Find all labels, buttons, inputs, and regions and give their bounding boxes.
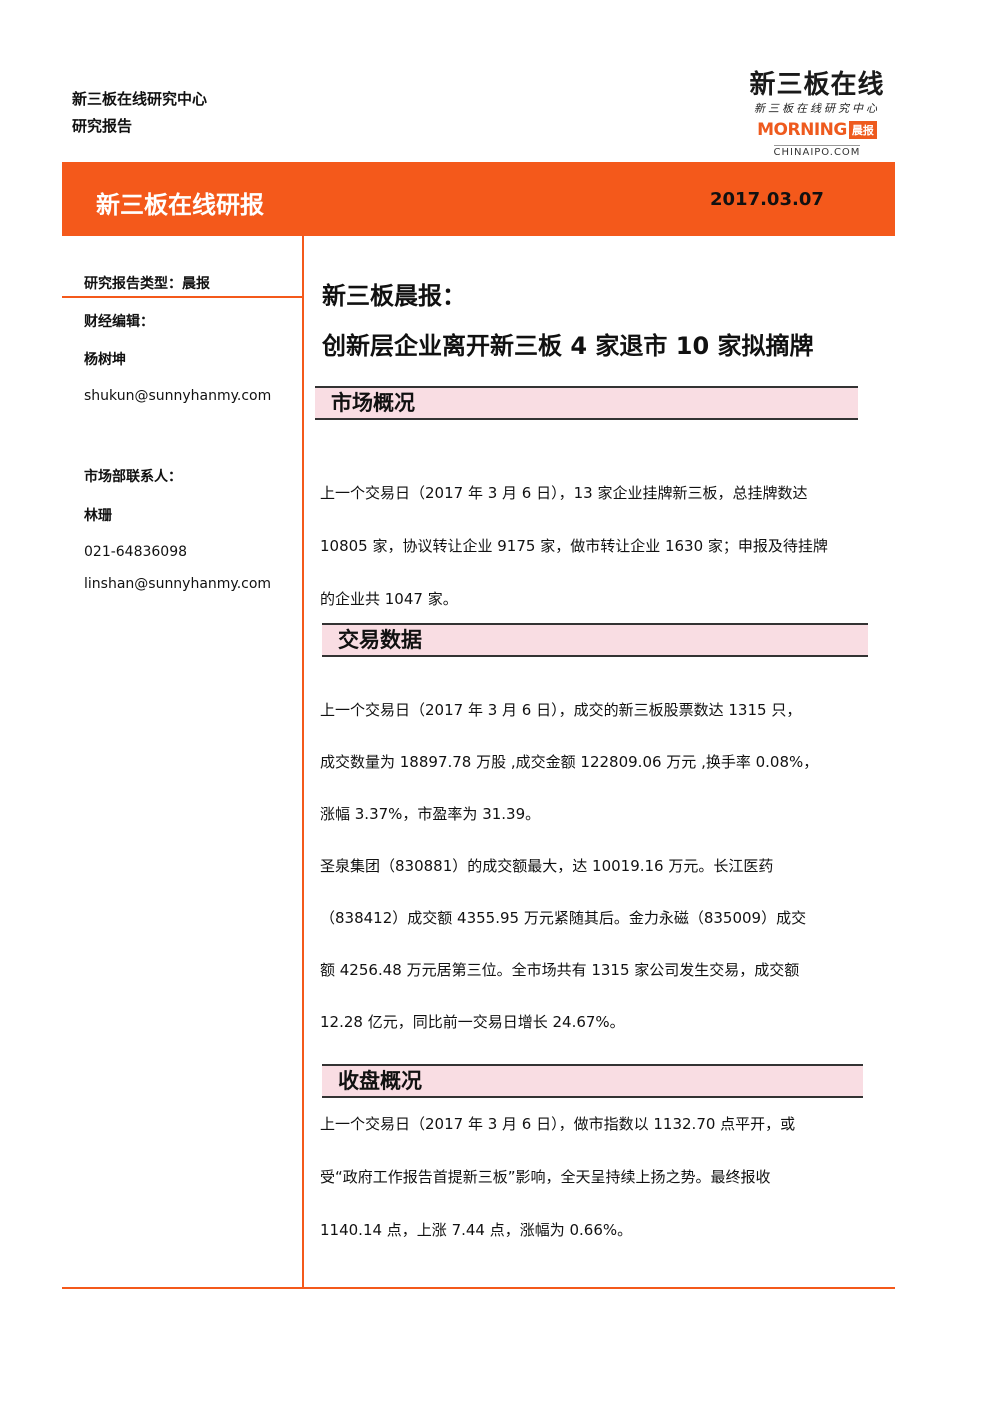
paragraph-line: 1140.14 点，上涨 7.44 点，涨幅为 0.66%。 [320,1221,633,1239]
contact-phone: 021-64836098 [84,544,188,560]
org-name: 新三板在线研究中心 [72,90,208,108]
report-type: 研究报告类型：晨报 [84,276,210,292]
logo-morning-row: MORNING 晨报 [742,120,892,140]
trading-data-paragraph: 上一个交易日（2017 年 3 月 6 日），成交的新三板股票数达 1315 只… [320,684,870,840]
paragraph-line: 上一个交易日（2017 年 3 月 6 日），做市指数以 1132.70 点平开… [320,1115,796,1133]
logo-subtitle: 新三板在线研究中心 [754,102,880,115]
paragraph-line: 圣泉集团（830881）的成交额最大，达 10019.16 万元。长江医药 [320,857,774,875]
paragraph-line: 受“政府工作报告首提新三板”影响，全天呈持续上扬之势。最终报收 [320,1168,771,1186]
paragraph-line: 的企业共 1047 家。 [320,590,458,608]
paragraph-line: 10805 家，协议转让企业 9175 家，做市转让企业 1630 家；申报及待… [320,537,828,555]
section-header-market-overview: 市场概况 [315,386,858,420]
paragraph-line: （838412）成交额 4355.95 万元紧随其后。金力永磁（835009）成… [320,909,807,927]
contact-name: 林珊 [84,508,112,524]
logo-chinese-name: 新三板在线 [749,70,885,100]
contact-label: 市场部联系人： [84,469,182,485]
footer-rule [62,1287,895,1289]
document-type: 研究报告 [72,117,133,135]
logo-morning-badge: 晨报 [848,121,877,139]
paragraph-line: 额 4256.48 万元居第三位。全市场共有 1315 家公司发生交易，成交额 [320,961,800,979]
banner-title: 新三板在线研报 [96,191,264,219]
paragraph-line: 12.28 亿元，同比前一交易日增长 24.67%。 [320,1013,625,1031]
contact-email[interactable]: linshan@sunnyhanmy.com [84,576,272,592]
section-header-trading-data: 交易数据 [322,623,868,657]
closing-overview-paragraph: 上一个交易日（2017 年 3 月 6 日），做市指数以 1132.70 点平开… [320,1098,870,1257]
paragraph-line: 上一个交易日（2017 年 3 月 6 日），成交的新三板股票数达 1315 只… [320,701,802,719]
logo-morning-text: MORNING [757,120,847,140]
headline-secondary: 创新层企业离开新三板 4 家退市 10 家拟摘牌 [322,332,814,360]
market-overview-paragraph: 上一个交易日（2017 年 3 月 6 日），13 家企业挂牌新三板，总挂牌数达… [320,467,870,626]
logo-domain: CHINAIPO.COM [773,145,861,158]
headline-primary: 新三板晨报： [322,282,466,310]
editor-label: 财经编辑： [84,314,154,330]
paragraph-line: 涨幅 3.37%，市盈率为 31.39。 [320,805,541,823]
section-title: 收盘概况 [338,1069,422,1093]
section-title: 交易数据 [338,628,422,652]
editor-name: 杨树坤 [84,352,126,368]
section-header-closing-overview: 收盘概况 [322,1064,863,1098]
top-stocks-paragraph: 圣泉集团（830881）的成交额最大，达 10019.16 万元。长江医药 （8… [320,840,870,1048]
report-type-underline [62,296,302,298]
paragraph-line: 上一个交易日（2017 年 3 月 6 日），13 家企业挂牌新三板，总挂牌数达 [320,484,808,502]
brand-logo: 新三板在线 新三板在线研究中心 MORNING 晨报 CHINAIPO.COM [742,70,892,159]
title-banner [62,162,895,236]
column-divider [302,236,304,1288]
editor-email[interactable]: shukun@sunnyhanmy.com [84,388,272,404]
paragraph-line: 成交数量为 18897.78 万股 ,成交金额 122809.06 万元 ,换手… [320,753,819,771]
section-title: 市场概况 [331,391,415,415]
report-date: 2017.03.07 [710,189,824,210]
